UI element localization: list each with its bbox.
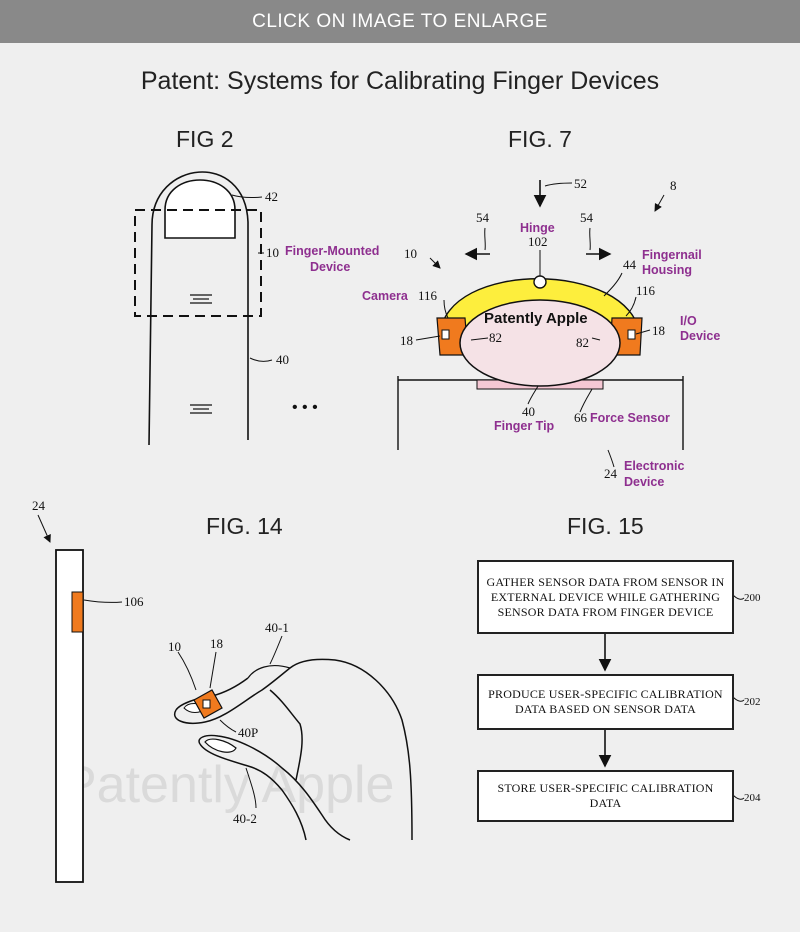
fig7-ref-54b: 54 [580, 210, 594, 225]
fig7-ref-116a: 116 [418, 288, 438, 303]
fig2-ref-10: 10 [266, 245, 279, 260]
fig2-device-dashed-box [134, 209, 262, 317]
fig2-ref-42: 42 [265, 189, 278, 204]
fig14-ref-40p: 40P [238, 725, 258, 740]
fig7-label-electronic: Electronic [624, 459, 684, 473]
fig14-ref-106: 106 [124, 594, 144, 609]
fig15-ref-202: 202 [744, 696, 761, 708]
fig14-sensor-106 [71, 591, 84, 633]
fig7-ref-66: 66 [574, 410, 588, 425]
fig14-thumbnail [204, 738, 237, 753]
watermark-text: Patently Apple [62, 756, 394, 814]
fig7-ref-54a: 54 [476, 210, 490, 225]
fig7-ref-10: 10 [404, 246, 417, 261]
fig7-ref-44: 44 [623, 257, 637, 272]
fig7-ref-52: 52 [574, 176, 587, 191]
fig7-ref-24: 24 [604, 466, 618, 481]
fig2-ref-40: 40 [276, 352, 289, 367]
fig7-label-finger-mounted: Finger-Mounted [285, 244, 379, 258]
page-title: Patent: Systems for Calibrating Finger D… [140, 67, 660, 95]
fig14-title: FIG. 14 [206, 513, 283, 539]
fig7-ref-82a: 82 [489, 330, 502, 345]
fig14-ref-40-1: 40-1 [265, 620, 289, 635]
fig7-patently-apple-label: Patently Apple [484, 310, 588, 327]
fig2-title: FIG 2 [176, 126, 234, 152]
fig7-label-hinge: Hinge [520, 221, 555, 235]
fig14-ref-24: 24 [32, 498, 46, 513]
fig15-connectors: 200 202 204 [598, 592, 761, 804]
fig7-finger [459, 299, 621, 387]
enlarge-banner[interactable]: CLICK ON IMAGE TO ENLARGE [0, 0, 800, 43]
fig7-label-force-sensor: Force Sensor [590, 411, 670, 425]
fig7-ref-40: 40 [522, 404, 535, 419]
fig7-label-io: I/O [680, 314, 697, 328]
fig7-ref-8: 8 [670, 178, 677, 193]
fig14-ref-10: 10 [168, 639, 181, 654]
fig15-step-gather: GATHER SENSOR DATA FROM SENSOR IN EXTERN… [477, 560, 734, 634]
fig14-ref-18: 18 [210, 636, 223, 651]
fig7-label-camera: Camera [362, 289, 409, 303]
fig2-drawing: 42 10 40 • • • [134, 171, 318, 446]
fig14-thumb [198, 734, 351, 841]
fig7-label-electronic-device: Device [624, 475, 664, 489]
fig15-ref-200: 200 [744, 592, 761, 604]
fig7-hinge [533, 275, 547, 289]
fig7-label-fingernail: Fingernail [642, 248, 702, 262]
fig7-ref-102: 102 [528, 234, 548, 249]
fig7-title: FIG. 7 [508, 126, 572, 152]
fig14-ref-40-2: 40-2 [233, 811, 257, 826]
fig7-label-housing: Housing [642, 263, 692, 277]
fig14-hand-outline [173, 658, 413, 841]
fig14-drawing: Patently Apple 24 106 10 18 40-1 40P 40-… [32, 498, 413, 883]
fig7-ref-18b: 18 [652, 323, 665, 338]
fig7-label-io-device: Device [680, 329, 720, 343]
fig7-ref-82b: 82 [576, 335, 589, 350]
fig15-ref-204: 204 [744, 792, 761, 804]
fig7-label-finger-tip: Finger Tip [494, 419, 555, 433]
fig2-ellipsis: • • • [292, 399, 318, 416]
fig7-ref-18a: 18 [400, 333, 413, 348]
fig7-label-device: Device [310, 260, 350, 274]
fig15-step-produce: PRODUCE USER-SPECIFIC CALIBRATION DATA B… [477, 674, 734, 730]
fig7-ref-116b: 116 [636, 283, 656, 298]
fig15-step-store: STORE USER-SPECIFIC CALIBRATION DATA [477, 770, 734, 822]
fig7-drawing: 52 8 54 54 102 10 44 116 116 18 18 82 82… [285, 176, 720, 489]
fig15-title: FIG. 15 [567, 513, 644, 539]
